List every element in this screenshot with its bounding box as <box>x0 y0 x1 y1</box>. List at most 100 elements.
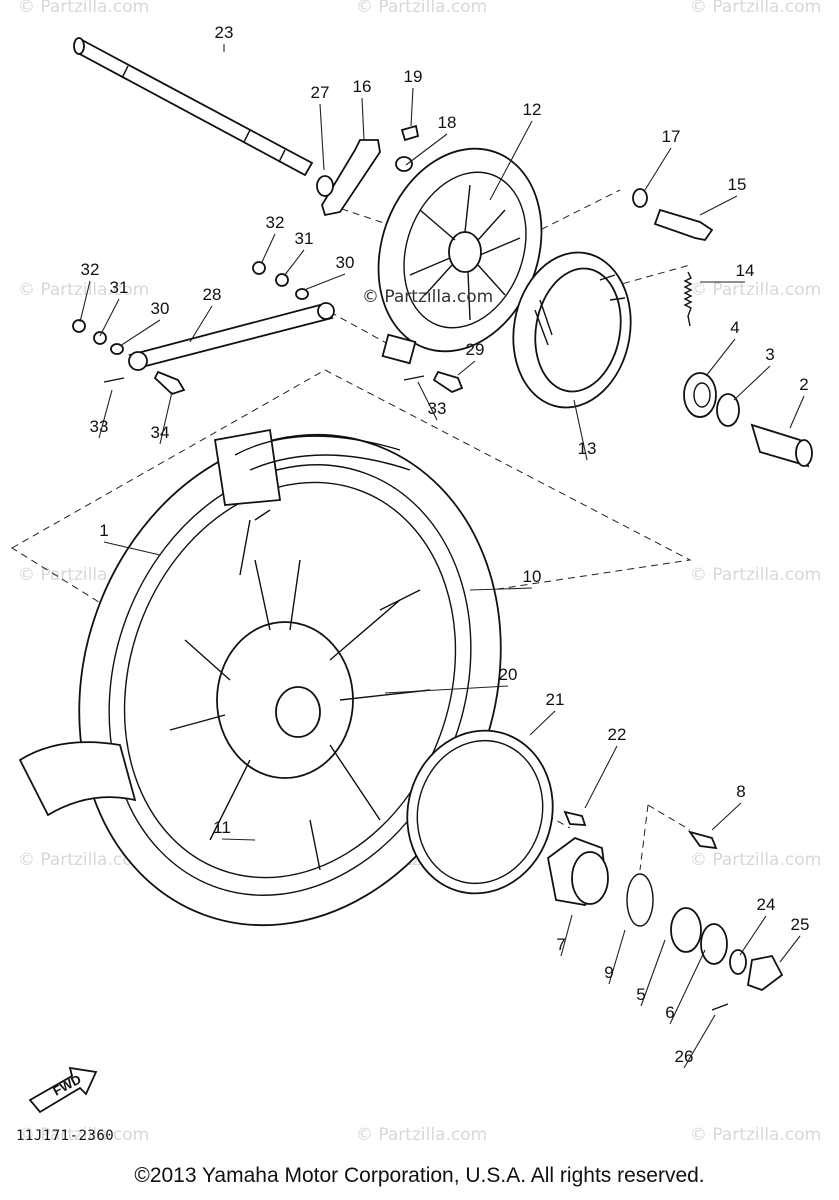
watermark: © Partzilla.com <box>18 1125 150 1145</box>
callout-label-c16: 16 <box>353 77 372 96</box>
callout-leader-c17 <box>644 147 672 191</box>
callout-label-c23: 23 <box>215 23 234 42</box>
callout-leader-c18 <box>405 133 448 166</box>
callout-label-c32b: 32 <box>81 260 100 279</box>
callout-leader-c26 <box>683 1014 716 1069</box>
callout-leader-c33a <box>98 389 113 439</box>
callout-leader-c16 <box>361 97 365 141</box>
callout-label-c26: 26 <box>675 1047 694 1066</box>
callout-label-c10: 10 <box>523 567 542 586</box>
watermark: © Partzilla.com <box>356 0 488 17</box>
tension-bar <box>72 261 464 396</box>
callout-label-c8: 8 <box>736 782 745 801</box>
callout-label-c5: 5 <box>636 985 645 1004</box>
callout-leader-c10 <box>469 587 533 591</box>
callout-label-c15: 15 <box>728 175 747 194</box>
callout-leader-c27 <box>319 103 325 171</box>
watermark: © Partzilla.com <box>18 850 150 870</box>
brake-arm <box>316 124 420 217</box>
front-axle <box>73 37 314 177</box>
callout-label-c12: 12 <box>523 100 542 119</box>
callout-leader-c6 <box>669 949 706 1025</box>
callout-label-c24: 24 <box>757 895 776 914</box>
watermark: © Partzilla.com <box>690 280 822 300</box>
callout-label-c30b: 30 <box>151 299 170 318</box>
callout-leader-c31a <box>283 249 305 277</box>
callout-leader-c21 <box>529 710 556 736</box>
center-watermark: © Partzilla.com <box>362 287 493 307</box>
callout-label-c22: 22 <box>608 725 627 744</box>
callout-leader-c30b <box>119 319 161 347</box>
callout-leader-c29 <box>457 360 476 376</box>
callout-label-c28: 28 <box>203 285 222 304</box>
callout-leader-c32a <box>261 233 276 263</box>
callout-label-c4: 4 <box>730 318 739 337</box>
callout-label-c33a: 33 <box>90 417 109 436</box>
brake-panel <box>377 147 543 365</box>
callout-label-c18: 18 <box>438 113 457 132</box>
callout-leader-c12 <box>489 120 533 201</box>
callout-label-c20: 20 <box>499 665 518 684</box>
brake-shoes <box>512 251 632 409</box>
callout-label-c33b: 33 <box>428 399 447 418</box>
callout-label-c17: 17 <box>662 127 681 146</box>
watermark: © Partzilla.com <box>690 850 822 870</box>
callout-label-c34: 34 <box>151 423 170 442</box>
callout-leader-c19 <box>410 87 414 127</box>
diagram-code: 11J171-2360 <box>16 1128 115 1144</box>
callout-leader-c33b <box>417 381 438 421</box>
callout-leader-c30a <box>303 273 346 291</box>
callout-leader-c8 <box>711 802 742 831</box>
callout-label-c9: 9 <box>604 963 613 982</box>
callout-leader-c3 <box>733 365 771 401</box>
callout-leader-c11 <box>221 838 256 841</box>
callout-leader-c1 <box>103 541 161 556</box>
callout-label-c25: 25 <box>791 915 810 934</box>
callout-label-c7: 7 <box>556 935 565 954</box>
callout-label-c13: 13 <box>578 439 597 458</box>
callout-label-c31a: 31 <box>295 229 314 248</box>
callout-label-c21: 21 <box>546 690 565 709</box>
callout-leader-c5 <box>640 939 666 1007</box>
copyright-notice: ©2013 Yamaha Motor Corporation, U.S.A. A… <box>134 1164 705 1187</box>
callout-leader-c7 <box>560 914 573 957</box>
watermark: © Partzilla.com <box>690 1125 822 1145</box>
callout-leader-c4 <box>705 338 736 377</box>
callout-leader-c15 <box>699 195 738 216</box>
callout-leader-c22 <box>584 745 618 809</box>
callout-label-c27: 27 <box>311 83 330 102</box>
callout-leader-c31b <box>99 298 120 337</box>
callout-leader-c32b <box>79 280 91 323</box>
watermark: © Partzilla.com <box>18 280 150 300</box>
callout-leader-c34 <box>159 391 173 445</box>
callout-label-c31b: 31 <box>110 278 129 297</box>
forward-direction-arrow: FWD <box>28 1066 98 1114</box>
meter-drive-assembly <box>547 810 784 1011</box>
callout-label-c30a: 30 <box>336 253 355 272</box>
callout-label-c29: 29 <box>466 340 485 359</box>
callout-label-c1: 1 <box>99 521 108 540</box>
callout-label-c32a: 32 <box>266 213 285 232</box>
watermark: © Partzilla.com <box>690 565 822 585</box>
brake-camshaft <box>632 188 714 241</box>
watermark: © Partzilla.com <box>356 1125 488 1145</box>
wheel-and-tire <box>18 428 502 927</box>
callout-leader-c20 <box>384 685 509 694</box>
callout-label-c2: 2 <box>799 375 808 394</box>
callout-leader-c25 <box>779 935 801 963</box>
callout-leader-c9 <box>608 929 626 985</box>
watermark: © Partzilla.com <box>690 0 822 17</box>
callout-label-c3: 3 <box>765 345 774 364</box>
callout-leader-c2 <box>789 395 805 429</box>
hub-bearings-right <box>683 372 813 468</box>
callout-label-c11: 11 <box>213 818 231 837</box>
dust-seal-ring <box>406 729 554 895</box>
callout-leader-c24 <box>739 915 767 956</box>
callout-label-c19: 19 <box>404 67 423 86</box>
callout-label-c14: 14 <box>736 261 755 280</box>
callout-leader-c28 <box>189 305 213 343</box>
callout-label-c6: 6 <box>665 1003 674 1022</box>
callout-leader-c13 <box>573 399 588 461</box>
